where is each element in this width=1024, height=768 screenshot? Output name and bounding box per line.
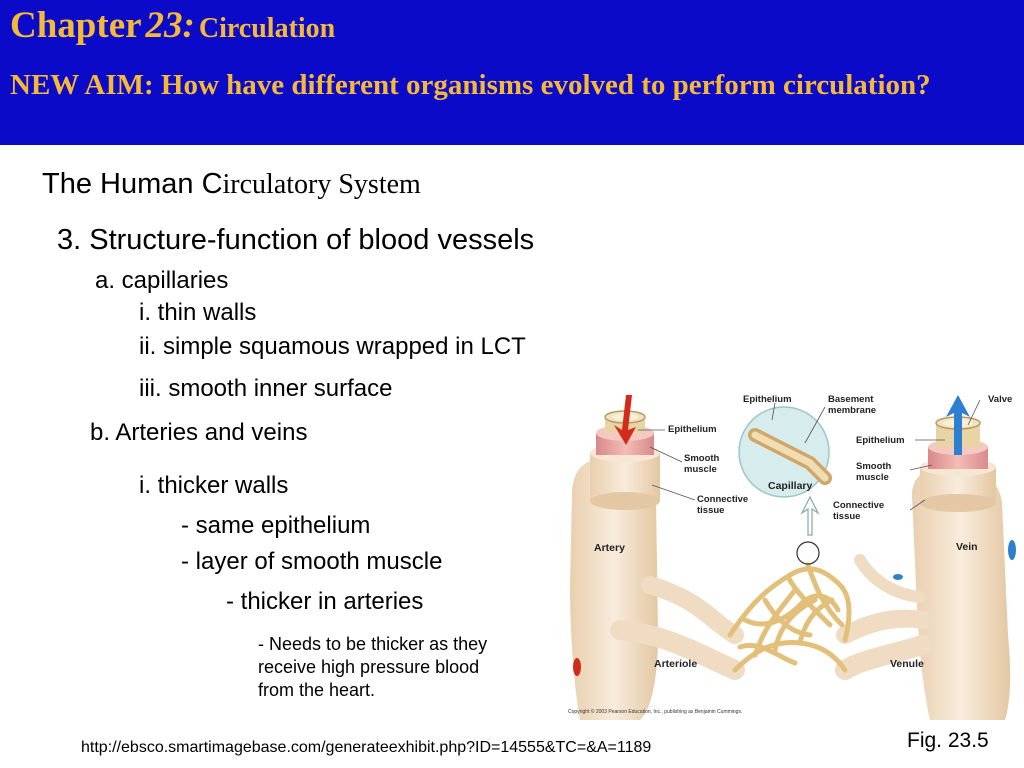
label-epithelium-left: Epithelium bbox=[668, 424, 717, 435]
label-connective-left-2: tissue bbox=[697, 505, 724, 516]
capillaries-point-i: i. thin walls bbox=[139, 299, 257, 326]
venule-branch bbox=[835, 635, 932, 680]
vein-lumen-opening bbox=[893, 574, 903, 580]
chapter-number: 23: bbox=[145, 5, 195, 46]
blood-vessel-diagram: Epithelium Smooth muscle Connective tiss… bbox=[568, 394, 1016, 720]
artery-trunk bbox=[570, 458, 658, 720]
source-url[interactable]: http://ebsco.smartimagebase.com/generate… bbox=[81, 739, 652, 756]
label-basement-1: Basement bbox=[828, 394, 874, 405]
leader-lines bbox=[638, 399, 981, 511]
upper-venule-branch bbox=[836, 609, 931, 644]
smooth-muscle-layer: - layer of smooth muscle bbox=[181, 548, 443, 575]
label-smooth-muscle-left-1: Smooth bbox=[684, 453, 720, 464]
chapter-name: Circulation bbox=[198, 13, 336, 44]
label-connective-right-2: tissue bbox=[833, 511, 860, 522]
arteriole-branch bbox=[610, 620, 745, 680]
pressure-note-line-2: receive high pressure blood bbox=[258, 657, 480, 677]
label-valve: Valve bbox=[988, 394, 1012, 405]
label-venule: Venule bbox=[890, 658, 924, 670]
pressure-note: - Needs to be thicker as they receive hi… bbox=[258, 633, 487, 702]
system-title-sans: The Human C bbox=[42, 168, 223, 200]
system-title-serif: irculatory System bbox=[222, 169, 421, 200]
vein-flow-arrow bbox=[946, 395, 970, 455]
upper-right-branch bbox=[854, 554, 926, 603]
diagram-copyright: Copyright © 2003 Pearson Education, Inc.… bbox=[568, 708, 742, 715]
label-epithelium-right: Epithelium bbox=[856, 435, 905, 446]
capillary-lumen bbox=[751, 431, 829, 482]
label-epithelium-top: Epithelium bbox=[743, 394, 792, 405]
arteries-veins-point-i: i. thicker walls bbox=[139, 472, 289, 499]
capillaries-point-iii: iii. smooth inner surface bbox=[139, 375, 393, 402]
label-vein: Vein bbox=[956, 541, 978, 553]
label-smooth-muscle-left-2: muscle bbox=[684, 464, 717, 475]
capillaries-item: a. capillaries bbox=[95, 267, 229, 294]
arteries-veins-item: b. Arteries and veins bbox=[90, 419, 308, 446]
thicker-in-arteries: - thicker in arteries bbox=[226, 588, 424, 615]
aim-text: NEW AIM: How have different organisms ev… bbox=[10, 69, 931, 101]
capillary-network bbox=[727, 562, 852, 673]
pressure-note-line-3: from the heart. bbox=[258, 680, 376, 700]
vein-trunk bbox=[912, 464, 1011, 720]
artery-flow-arrow bbox=[614, 395, 636, 445]
zoom-arrow bbox=[800, 495, 820, 536]
label-artery: Artery bbox=[594, 542, 625, 554]
vein-side-opening bbox=[1008, 540, 1016, 560]
chapter-title: Chapter 23: Circulation bbox=[10, 4, 335, 47]
figure-label: Fig. 23.5 bbox=[907, 729, 989, 752]
label-smooth-muscle-right-1: Smooth bbox=[856, 461, 892, 472]
section-heading: 3. Structure-function of blood vessels bbox=[57, 224, 535, 256]
pressure-note-line-1: - Needs to be thicker as they bbox=[258, 634, 488, 654]
label-connective-left-1: Connective bbox=[697, 494, 748, 505]
upper-arteriole-branch bbox=[641, 576, 744, 644]
title-bar: Chapter 23: Circulation NEW AIM: How hav… bbox=[0, 0, 1024, 145]
capillaries-point-ii: ii. simple squamous wrapped in LCT bbox=[139, 333, 526, 360]
label-capillary: Capillary bbox=[768, 480, 813, 492]
artery-lumen-opening bbox=[573, 658, 581, 676]
label-smooth-muscle-right-2: muscle bbox=[856, 472, 889, 483]
label-connective-right-1: Connective bbox=[833, 500, 884, 511]
capillary-highlight-circle bbox=[796, 541, 820, 565]
system-title: The Human Circulatory System bbox=[42, 168, 421, 201]
same-epithelium: - same epithelium bbox=[181, 512, 371, 539]
label-arteriole: Arteriole bbox=[654, 658, 697, 670]
label-basement-2: membrane bbox=[828, 405, 876, 416]
chapter-word: Chapter bbox=[10, 5, 142, 46]
